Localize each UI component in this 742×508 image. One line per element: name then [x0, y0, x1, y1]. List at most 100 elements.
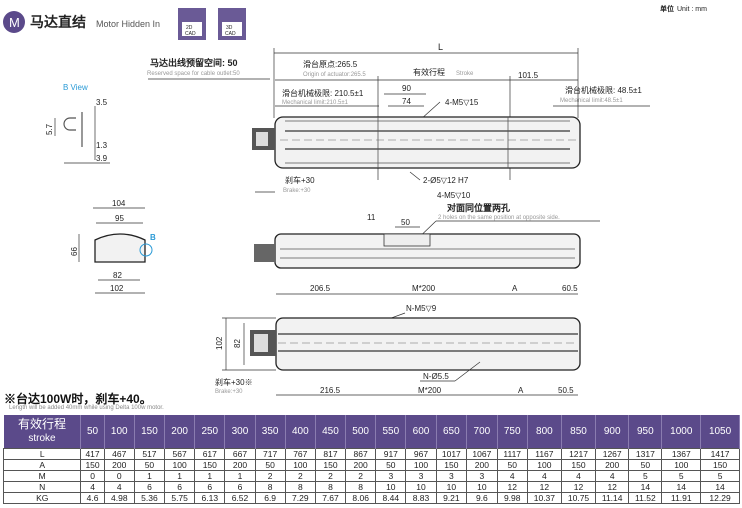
table-cell: 8	[284, 481, 316, 493]
table-cell: 2	[284, 470, 316, 482]
table-cell: 9.6	[466, 492, 498, 504]
svg-text:50.5: 50.5	[558, 386, 574, 395]
svg-text:66: 66	[70, 247, 79, 256]
table-cell: 14	[661, 481, 702, 493]
table-cell: 6.9	[254, 492, 286, 504]
table-cell: 6.52	[224, 492, 256, 504]
svg-text:刹车+30: 刹车+30	[285, 175, 315, 185]
table-cell: 11.52	[628, 492, 663, 504]
table-cell: 4	[526, 470, 562, 482]
table-cell: 5.36	[133, 492, 166, 504]
svg-text:102: 102	[110, 284, 124, 293]
table-cell: 200	[224, 459, 256, 471]
table-cell: 100	[526, 459, 562, 471]
svg-text:Mechanical limit:210.5±1: Mechanical limit:210.5±1	[282, 100, 349, 106]
table-cell: 567	[164, 448, 196, 460]
table-cell: 1	[164, 470, 196, 482]
table-cell: 4.6	[80, 492, 105, 504]
table-cell: 4	[560, 470, 597, 482]
badge-circle	[3, 11, 25, 33]
table-cell: 4.98	[103, 492, 135, 504]
table-cell: 10	[405, 481, 437, 493]
svg-text:4-M5▽15: 4-M5▽15	[445, 98, 479, 107]
table-cell: 14	[700, 481, 740, 493]
svg-text:102: 102	[215, 336, 224, 350]
stroke-col-header: 850	[561, 415, 597, 449]
stroke-col-header: 400	[285, 415, 316, 449]
table-cell: 767	[284, 448, 316, 460]
svg-text:滑台原点:265.5: 滑台原点:265.5	[303, 59, 358, 69]
stroke-col-header: 150	[134, 415, 166, 449]
table-cell: 10	[466, 481, 498, 493]
table-cell: 200	[595, 459, 630, 471]
svg-text:90: 90	[402, 84, 411, 93]
stroke-col-header: 600	[405, 415, 437, 449]
svg-text:Brake:+30: Brake:+30	[283, 188, 311, 194]
table-cell: 8	[314, 481, 347, 493]
title-cn: 马达直结	[30, 14, 86, 30]
stroke-col-header: 650	[436, 415, 468, 449]
table-cell: 12	[595, 481, 630, 493]
badge-letter: M	[9, 15, 20, 30]
row-label: KG	[2, 492, 82, 504]
svg-text:3D: 3D	[226, 25, 233, 31]
table-cell: 10.37	[526, 492, 562, 504]
table-cell: 2	[314, 470, 347, 482]
svg-text:1.3: 1.3	[96, 141, 108, 150]
svg-text:82: 82	[113, 271, 122, 280]
svg-text:3.5: 3.5	[96, 98, 108, 107]
svg-text:A: A	[512, 284, 518, 293]
table-cell: 3	[435, 470, 468, 482]
table-cell: 1017	[435, 448, 468, 460]
table-cell: 1367	[661, 448, 702, 460]
table-cell: 50	[133, 459, 166, 471]
table-cell: 100	[405, 459, 437, 471]
table-cell: 417	[80, 448, 105, 460]
table-cell: 12.29	[700, 492, 740, 504]
stroke-col-header: 200	[164, 415, 196, 449]
stroke-col-header: 900	[595, 415, 630, 449]
b-view: B View 3.5 5.7 1.3 3.9	[45, 83, 110, 164]
table-cell: 8.06	[345, 492, 377, 504]
svg-text:有效行程: 有效行程	[413, 67, 445, 77]
table-cell: 50	[496, 459, 528, 471]
table-cell: 12	[496, 481, 528, 493]
table-cell: 50	[375, 459, 407, 471]
svg-text:4-M5▽10: 4-M5▽10	[437, 191, 471, 200]
svg-text:206.5: 206.5	[310, 284, 331, 293]
table-cell: 8.83	[405, 492, 437, 504]
svg-text:2-Ø5▽12 H7: 2-Ø5▽12 H7	[423, 176, 469, 185]
table-cell: 7.29	[284, 492, 316, 504]
stroke-col-header: 700	[466, 415, 498, 449]
row-label: A	[2, 459, 82, 471]
table-cell: 50	[628, 459, 663, 471]
table-cell: 100	[164, 459, 196, 471]
table-cell: 6	[164, 481, 196, 493]
table-cell: 8	[254, 481, 286, 493]
svg-text:N-Ø5.5: N-Ø5.5	[423, 372, 449, 381]
svg-text:CAD: CAD	[225, 31, 236, 37]
svg-text:Mechanical limit:48.5±1: Mechanical limit:48.5±1	[560, 98, 623, 104]
svg-text:B View: B View	[63, 83, 88, 92]
svg-text:3.9: 3.9	[96, 154, 108, 163]
svg-text:B: B	[150, 233, 156, 242]
table-cell: 10	[375, 481, 407, 493]
table-cell: 1117	[496, 448, 528, 460]
brake-note-en: Length will be added 40mm while using De…	[9, 405, 164, 411]
svg-text:82: 82	[233, 339, 242, 348]
unit-value: Unit : mm	[677, 6, 707, 13]
title-en: Motor Hidden In	[96, 19, 160, 29]
table-cell: 7.67	[314, 492, 347, 504]
table-cell: 8	[345, 481, 377, 493]
svg-text:Stroke: Stroke	[456, 71, 474, 77]
table-cell: 150	[80, 459, 105, 471]
stroke-col-header: 750	[497, 415, 528, 449]
table-cell: 667	[224, 448, 256, 460]
table-cell: 100	[284, 459, 316, 471]
